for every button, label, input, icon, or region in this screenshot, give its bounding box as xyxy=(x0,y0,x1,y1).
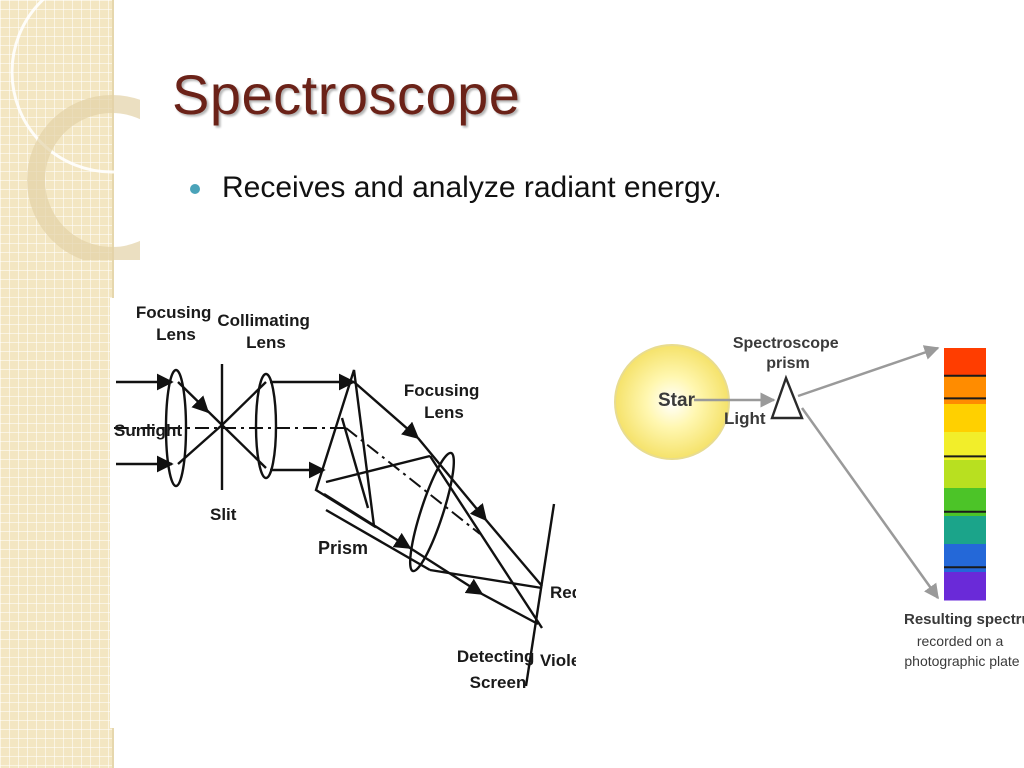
svg-text:Spectroscope prism: Spectroscope prism xyxy=(733,335,843,372)
spectroscope-optics-diagram: Focusing Lens Collimating Lens Focusing … xyxy=(110,298,586,728)
label-focusing-lens-1-b: Lens xyxy=(156,325,196,344)
label-spectroscope-prism-a: Spectroscope xyxy=(733,335,839,352)
svg-text:Focusing Lens: Focusing Lens xyxy=(404,381,484,422)
label-resulting-spectrum: Resulting spectrum, xyxy=(904,611,1024,628)
slide-title: Spectroscope xyxy=(172,63,521,126)
label-star: Star xyxy=(658,390,696,411)
spectrum-band xyxy=(944,348,986,377)
spectrum-band xyxy=(944,460,986,489)
label-collimating-lens-a: Collimating xyxy=(217,311,310,330)
label-focusing-lens-2-b: Lens xyxy=(424,403,464,422)
label-recorded-b: photographic plate xyxy=(904,653,1019,669)
star-disc xyxy=(614,344,730,460)
label-sunlight: Sunlight xyxy=(114,421,182,440)
svg-text:Collimating Lens: Collimating Lens xyxy=(217,311,314,352)
spectrum-band xyxy=(944,404,986,433)
label-light: Light xyxy=(724,409,766,428)
label-violet: Violet xyxy=(540,651,576,670)
spectrum-band xyxy=(944,516,986,545)
bullet-list: Receives and analyze radiant energy. xyxy=(190,168,722,208)
bullet-text: Receives and analyze radiant energy. xyxy=(222,171,722,204)
svg-text:recorded on a photograph: recorded on a photographic plate xyxy=(904,633,1019,669)
svg-text:Detecting Screen: Detecting Screen xyxy=(457,647,539,692)
spectrum-band xyxy=(944,572,986,601)
label-focusing-lens-2-a: Focusing xyxy=(404,381,480,400)
spectrum-strip xyxy=(944,348,986,601)
label-detecting-screen-a: Detecting xyxy=(457,647,534,666)
label-focusing-lens-1-a: Focusing xyxy=(136,303,212,322)
prism-icon xyxy=(770,374,804,420)
label-detecting-screen-b: Screen xyxy=(470,673,527,692)
spectrum-band xyxy=(944,376,986,405)
label-spectroscope-prism-b: prism xyxy=(766,355,810,372)
label-collimating-lens-b: Lens xyxy=(246,333,286,352)
label-red: Red xyxy=(550,583,576,602)
label-recorded-a: recorded on a xyxy=(917,633,1004,649)
star-spectrum-diagram: Star Light Spectroscope prism Resulting … xyxy=(612,312,1024,684)
bullet-dot-icon xyxy=(190,184,200,194)
svg-text:Focusing Lens: Focusing Lens xyxy=(136,303,216,344)
bullet-item: Receives and analyze radiant energy. xyxy=(190,168,722,208)
label-slit: Slit xyxy=(210,505,237,524)
label-prism: Prism xyxy=(318,538,368,558)
decorative-rings xyxy=(10,0,140,260)
